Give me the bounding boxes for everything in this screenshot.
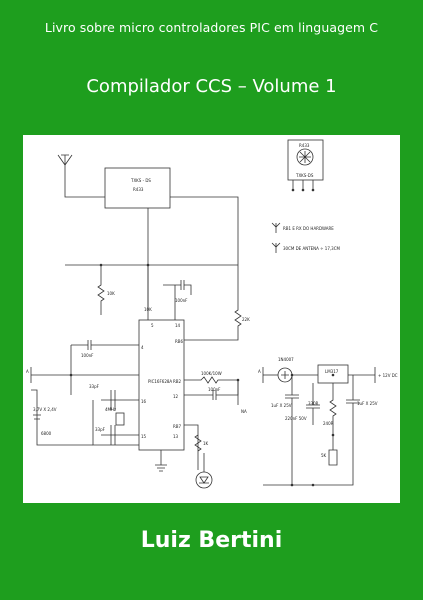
circuit-schematic: TXKS - DS R433 R433 TXKS-DS 10K 100nF 10…: [23, 135, 400, 503]
r330-label: 330R: [308, 401, 319, 406]
rb2-label: RB2: [173, 379, 182, 384]
c100nf-left-label: 100nF: [81, 353, 94, 358]
c100nf-mid-label: 100nF: [208, 387, 221, 392]
c100nf-top-label: 100nF: [175, 298, 188, 303]
diode-label: 1N4007: [278, 357, 294, 362]
pin15-label: 15: [141, 434, 147, 439]
rb6-label: RB6: [175, 339, 184, 344]
series-title: Livro sobre micro controladores PIC em l…: [44, 20, 379, 35]
book-title: Compilador CCS – Volume 1: [86, 76, 337, 97]
rb7-label: RB7: [173, 424, 182, 429]
pot-label: 5K: [321, 453, 327, 458]
inset-label-2: TXKS-DS: [295, 173, 314, 178]
r1k-label: 1K: [203, 441, 209, 446]
input-a-left: A: [26, 369, 29, 374]
note-1: RB1 E RX DO HARDWARE: [283, 226, 334, 231]
schematic-drawing: TXKS - DS R433 R433 TXKS-DS 10K 100nF 10…: [26, 139, 398, 489]
battery-label: 3,7V X 2,4V: [33, 407, 57, 412]
pin16-label: 16: [141, 399, 147, 404]
pin4-label: 4: [141, 345, 144, 350]
r22k-label: 22K: [242, 317, 250, 322]
output-label: + 12V DC: [378, 373, 398, 378]
r240-label: 240R: [323, 421, 334, 426]
r10k-label: 10K: [107, 291, 115, 296]
pin13-label: 13: [173, 434, 179, 439]
pin12-label: 12: [173, 394, 179, 399]
input-a-right: A: [258, 369, 261, 374]
author-name: Luiz Bertini: [140, 528, 283, 553]
r10k-b-label: 10K: [144, 307, 152, 312]
c-out-label: 1uF X 25V: [357, 401, 378, 406]
pin14-label: 14: [175, 323, 181, 328]
r100k-label: 100K/10W: [201, 371, 222, 376]
tx-freq-label: R433: [133, 187, 144, 192]
c-input-label: 1uF X 25V: [271, 403, 292, 408]
pin5-label: 5: [151, 323, 154, 328]
xtal-label: 4MHz: [105, 407, 116, 412]
tx-module-label: TXKS - DS: [130, 178, 151, 183]
battery-label-2: 6800: [41, 431, 52, 436]
note-2: 30CM DE ANTENA ÷ 17,3CM: [283, 246, 341, 251]
regulator-label: LM317: [325, 369, 339, 374]
inset-label: R433: [299, 143, 310, 148]
c33pf-a-label: 33pF: [89, 384, 100, 389]
c220-label: 220nF 50V: [285, 416, 307, 421]
c33pf-b-label: 33pF: [95, 427, 106, 432]
mcu-label: PIC16F628A: [148, 379, 172, 384]
na-label: NA: [241, 409, 247, 414]
